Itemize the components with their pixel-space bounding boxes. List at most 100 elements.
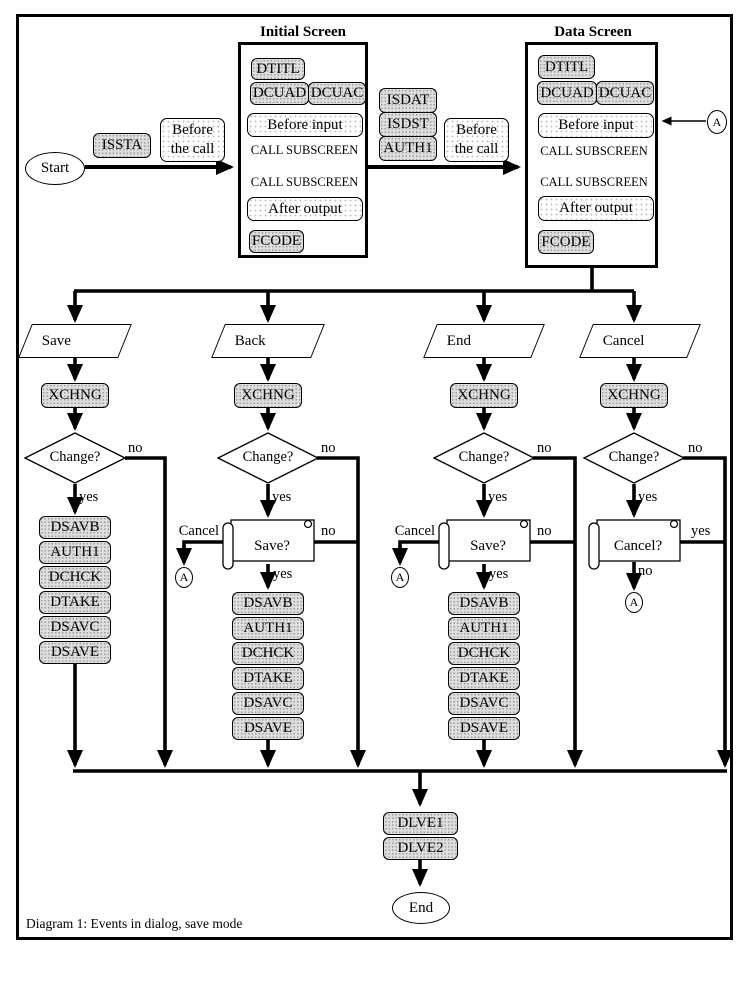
data-event-fcode: FCODE xyxy=(538,230,594,254)
end-label: End xyxy=(408,899,434,916)
back-popup-no-label: no xyxy=(321,523,336,539)
back-stack-dsave: DSAVE xyxy=(232,717,304,740)
data-call-subscreen-1: CALL SUBSCREEN xyxy=(540,144,648,158)
diagram-caption: Diagram 1: Events in dialog, save mode xyxy=(26,916,243,931)
save-stack-dchck: DCHCK xyxy=(39,566,111,589)
end-popup-question: Save? xyxy=(470,538,506,554)
end-yes-label: yes xyxy=(488,489,508,505)
save-stack-dsavc: DSAVC xyxy=(39,616,111,639)
back-popup-cancel-line xyxy=(176,540,224,566)
data-before-input: Before input xyxy=(538,113,654,138)
initial-event-fcode: FCODE xyxy=(249,230,304,253)
input-cancel: Cancel xyxy=(579,324,701,358)
back-stack-dsavc: DSAVC xyxy=(232,692,304,715)
end-terminator: End xyxy=(392,892,450,924)
back-popup-cancel-label: Cancel xyxy=(178,523,219,539)
save-decision-label: Change? xyxy=(49,449,101,465)
cancel-no-line xyxy=(683,456,733,768)
end-xchng-box: XCHNG xyxy=(450,383,518,408)
input-end-label: End xyxy=(447,332,472,349)
initial-after-output: After output xyxy=(247,197,363,221)
start-label: Start xyxy=(40,160,70,176)
end-popup-scroll xyxy=(438,519,531,570)
event-box-auth1: AUTH1 xyxy=(379,136,437,161)
cancel-decision-label: Change? xyxy=(608,449,660,465)
event-box-isdat: ISDAT xyxy=(379,88,437,113)
data-screen-box: DTITL DCUAD DCUAC Before input CALL SUBS… xyxy=(525,42,658,268)
initial-call-subscreen-2: CALL SUBSCREEN xyxy=(250,175,359,189)
initial-screen-title: Initial Screen xyxy=(260,24,346,40)
note-before-the-call-2: Before the call xyxy=(444,118,509,162)
back-stack-dtake: DTAKE xyxy=(232,667,304,690)
data-event-dtitl: DTITL xyxy=(538,55,595,79)
cancel-popup-yes-label: yes xyxy=(691,523,711,539)
data-screen-title: Data Screen xyxy=(554,24,632,40)
finish-event-dlve2: DLVE2 xyxy=(383,837,458,860)
back-popup-yes-label: yes xyxy=(273,566,293,582)
data-event-dcuad: DCUAD xyxy=(537,81,597,105)
cancel-popup-question: Cancel? xyxy=(613,538,663,554)
start-terminator: Start xyxy=(25,152,85,185)
data-event-dcuac: DCUAC xyxy=(596,81,654,105)
save-xchng-box: XCHNG xyxy=(41,383,109,408)
connector-a-back: A xyxy=(175,567,193,588)
connector-a-top: A xyxy=(707,110,727,134)
back-decision-label: Change? xyxy=(242,449,294,465)
back-stack-dchck: DCHCK xyxy=(232,642,304,665)
initial-event-dcuac: DCUAC xyxy=(308,82,366,105)
branch-flow-lines xyxy=(67,268,733,887)
cancel-popup-no-label: no xyxy=(638,563,653,579)
initial-event-dcuad: DCUAD xyxy=(250,82,309,105)
input-save: Save xyxy=(18,324,132,358)
end-popup-no-label: no xyxy=(537,523,552,539)
data-after-output: After output xyxy=(538,196,654,221)
note-before-the-call-1: Before the call xyxy=(160,118,225,162)
back-decision-diamond xyxy=(217,432,319,484)
initial-event-dtitl: DTITL xyxy=(251,58,305,80)
end-stack-dtake: DTAKE xyxy=(448,667,520,690)
back-yes-label: yes xyxy=(272,489,292,505)
end-no-label: no xyxy=(537,440,552,456)
end-decision-label: Change? xyxy=(458,449,510,465)
back-no-line xyxy=(317,456,366,768)
back-xchng-box: XCHNG xyxy=(234,383,302,408)
connector-a-cancel: A xyxy=(625,592,643,613)
connector-a-end: A xyxy=(391,567,409,588)
save-stack-dsave: DSAVE xyxy=(39,641,111,664)
end-stack-dsavc: DSAVC xyxy=(448,692,520,715)
cancel-no-label: no xyxy=(688,440,703,456)
event-box-isdst: ISDST xyxy=(379,112,437,137)
end-popup-cancel-line xyxy=(392,540,440,566)
back-stack-dsavb: DSAVB xyxy=(232,592,304,615)
input-cancel-label: Cancel xyxy=(603,332,645,349)
initial-before-input: Before input xyxy=(247,113,363,137)
back-popup-question: Save? xyxy=(254,538,290,554)
back-stack-auth1: AUTH1 xyxy=(232,617,304,640)
cancel-decision-diamond xyxy=(583,432,685,484)
input-back: Back xyxy=(211,324,325,358)
event-box-issta: ISSTA xyxy=(93,133,151,158)
save-no-label: no xyxy=(128,440,143,456)
end-stack-dchck: DCHCK xyxy=(448,642,520,665)
back-no-label: no xyxy=(321,440,336,456)
cancel-yes-label: yes xyxy=(638,489,658,505)
end-stack-dsavb: DSAVB xyxy=(448,592,520,615)
end-popup-yes-label: yes xyxy=(489,566,509,582)
input-save-label: Save xyxy=(42,332,72,349)
save-decision-diamond xyxy=(24,432,126,484)
input-back-label: Back xyxy=(235,332,266,349)
save-stack-dtake: DTAKE xyxy=(39,591,111,614)
end-stack-auth1: AUTH1 xyxy=(448,617,520,640)
cancel-xchng-box: XCHNG xyxy=(600,383,668,408)
initial-call-subscreen-1: CALL SUBSCREEN xyxy=(250,143,359,157)
cancel-popup-scroll xyxy=(588,519,681,570)
data-call-subscreen-2: CALL SUBSCREEN xyxy=(540,175,648,189)
back-popup-scroll xyxy=(222,519,315,570)
finish-event-dlve1: DLVE1 xyxy=(383,812,458,835)
initial-screen-box: DTITL DCUAD DCUAC Before input CALL SUBS… xyxy=(238,42,368,258)
save-yes-label: yes xyxy=(79,489,99,505)
end-no-line xyxy=(533,456,583,768)
save-stack-auth1: AUTH1 xyxy=(39,541,111,564)
